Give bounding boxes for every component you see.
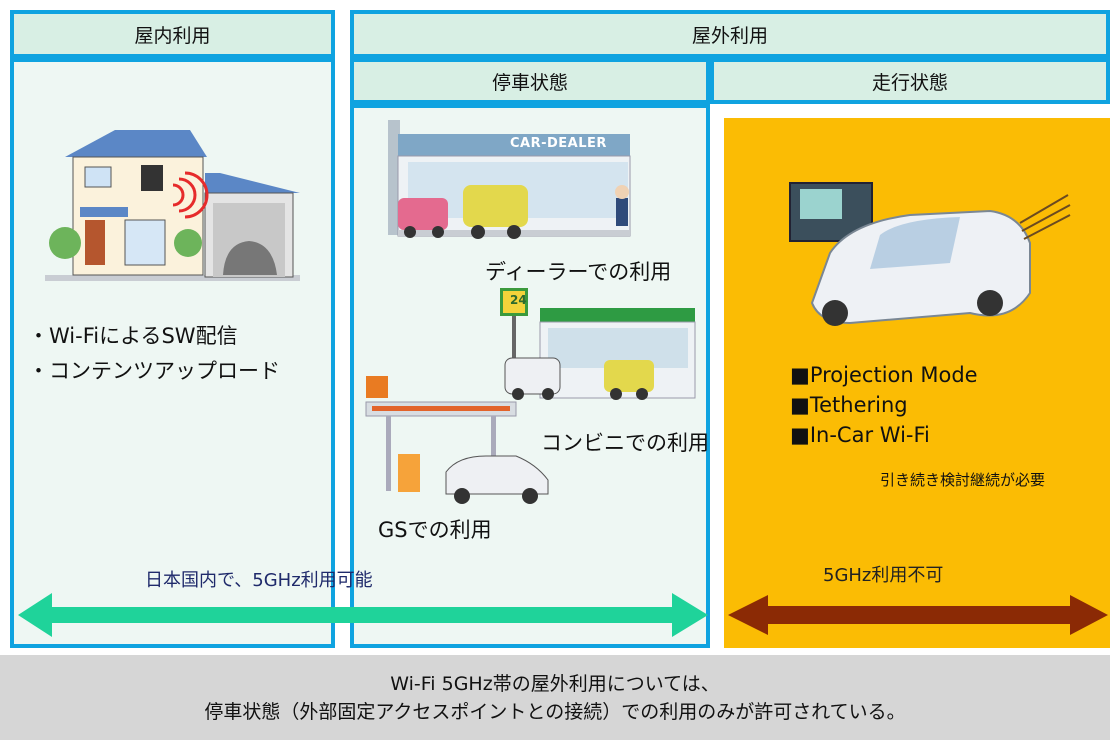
store-car-white: [504, 357, 561, 400]
house-illustration: [45, 130, 300, 281]
header-stopped: 停車状態: [350, 58, 710, 104]
car-dealer-illustration: [388, 120, 631, 239]
not-allowed-label: 5GHz利用不可: [823, 565, 944, 586]
footer-line-2: 停車状態（外部固定アクセスポイントとの接続）での利用のみが許可されている。: [204, 700, 906, 723]
arrows-layer: [18, 593, 1108, 637]
gs-label: GSでの利用: [378, 518, 492, 542]
feature-projection: ■Projection Mode: [790, 363, 978, 387]
convenience-label: コンビニでの利用: [541, 431, 709, 455]
allowed-label: 日本国内で、5GHz利用可能: [145, 570, 373, 591]
feature-tethering: ■Tethering: [790, 393, 908, 417]
indoor-bullet-upload: ・コンテンツアップロード: [28, 359, 280, 383]
gas-station-illustration: [365, 376, 549, 504]
dealer-label: ディーラーでの利用: [485, 260, 672, 284]
header-outdoor-label: 屋外利用: [691, 24, 768, 47]
allowed-arrow: [18, 593, 708, 637]
convenience-sign: 24: [510, 293, 527, 307]
dealer-car-pink: [398, 198, 448, 238]
footer-note: Wi-Fi 5GHz帯の屋外利用については、 停車状態（外部固定アクセスポイント…: [0, 655, 1110, 740]
panel-running: [724, 118, 1110, 648]
header-indoor-label: 屋内利用: [134, 24, 211, 47]
store-car-yellow: [604, 360, 654, 400]
header-indoor: 屋内利用: [10, 10, 335, 58]
gs-car-white: [445, 455, 549, 504]
feature-incar-wifi: ■In-Car Wi-Fi: [790, 423, 930, 447]
footer-line-1: Wi-Fi 5GHz帯の屋外利用については、: [390, 672, 720, 695]
not-allowed-arrow: [728, 595, 1108, 635]
running-note: 引き続き検討継続が必要: [880, 471, 1046, 489]
running-car-illustration: [789, 182, 1071, 326]
header-outdoor: 屋外利用: [350, 10, 1110, 58]
header-stopped-label: 停車状態: [491, 71, 568, 94]
header-running-label: 走行状態: [871, 71, 948, 94]
indoor-bullet-sw: ・Wi-FiによるSW配信: [28, 324, 238, 348]
header-running: 走行状態: [710, 58, 1110, 104]
dealer-sign: CAR-DEALER: [510, 136, 607, 151]
dealer-car-yellow: [463, 185, 528, 239]
convenience-store-illustration: [500, 288, 696, 400]
